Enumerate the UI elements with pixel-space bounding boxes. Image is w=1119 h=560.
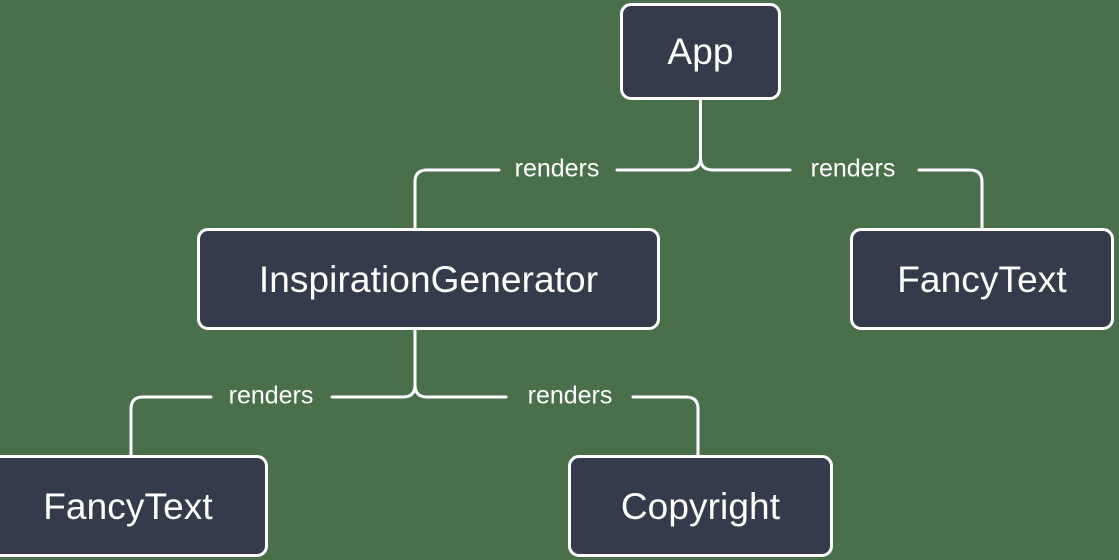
node-fancytext-left-label: FancyText — [43, 485, 213, 527]
node-fancytext-right-label: FancyText — [897, 258, 1067, 300]
node-fancytext-right[interactable]: FancyText — [850, 228, 1114, 330]
edge-inspiration-to-fancytext-left — [129, 395, 213, 457]
node-app-label: App — [667, 31, 734, 72]
edge-app-split-right — [699, 156, 792, 172]
edge-app-to-inspiration — [413, 168, 501, 230]
edge-label-app-to-inspiration-generator: renders — [514, 154, 600, 183]
node-copyright-label: Copyright — [620, 485, 781, 527]
edge-label-app-to-fancytext-right: renders — [810, 154, 896, 183]
edge-label-inspiration-generator-to-fancytext-left: renders — [228, 381, 314, 410]
node-inspiration-generator-label: InspirationGenerator — [258, 258, 599, 300]
node-app[interactable]: App — [620, 3, 781, 100]
edge-app-to-fancytext-right — [917, 168, 984, 230]
edge-label-inspiration-generator-to-copyright: renders — [527, 381, 613, 410]
node-fancytext-left[interactable]: FancyText — [0, 455, 268, 557]
node-copyright[interactable]: Copyright — [568, 455, 833, 557]
node-inspiration-generator[interactable]: InspirationGenerator — [197, 228, 660, 330]
edge-app-split-left — [615, 156, 702, 172]
edge-inspiration-split-left — [330, 383, 417, 399]
edge-inspiration-to-copyright — [631, 395, 700, 457]
edge-inspiration-split-right — [413, 383, 508, 399]
